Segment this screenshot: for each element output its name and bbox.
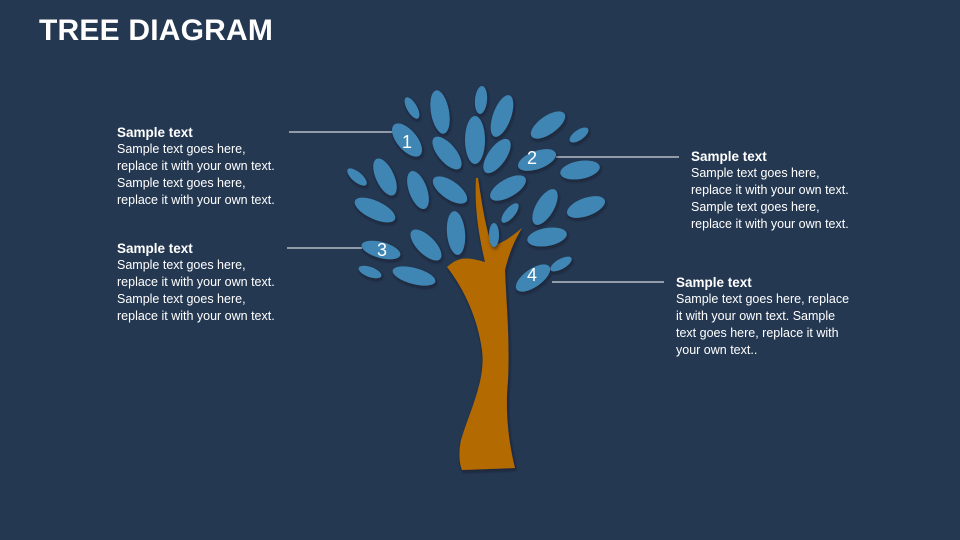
text-block-4: Sample text Sample text goes here, repla… bbox=[676, 274, 849, 359]
trunk-icon bbox=[447, 178, 522, 470]
item-body: Sample text goes here, replace it with y… bbox=[117, 142, 275, 207]
leaf-number-2: 2 bbox=[527, 148, 538, 168]
leaves bbox=[347, 86, 606, 292]
text-block-1: Sample text Sample text goes here, repla… bbox=[117, 124, 275, 209]
item-body: Sample text goes here, replace it with y… bbox=[691, 166, 849, 231]
text-block-3: Sample text Sample text goes here, repla… bbox=[117, 240, 275, 325]
item-body: Sample text goes here, replace it with y… bbox=[676, 292, 850, 357]
item-body: Sample text goes here, replace it with y… bbox=[117, 258, 275, 323]
item-heading: Sample text bbox=[676, 275, 752, 290]
leaf-number-4: 4 bbox=[527, 265, 538, 285]
leaf-number-3: 3 bbox=[377, 240, 388, 260]
slide-title: TREE DIAGRAM bbox=[39, 14, 274, 47]
item-heading: Sample text bbox=[691, 149, 767, 164]
connector-lines bbox=[287, 131, 679, 283]
item-heading: Sample text bbox=[117, 241, 193, 256]
item-heading: Sample text bbox=[117, 125, 193, 140]
text-block-2: Sample text Sample text goes here, repla… bbox=[691, 148, 849, 233]
leaf-number-1: 1 bbox=[402, 132, 413, 152]
